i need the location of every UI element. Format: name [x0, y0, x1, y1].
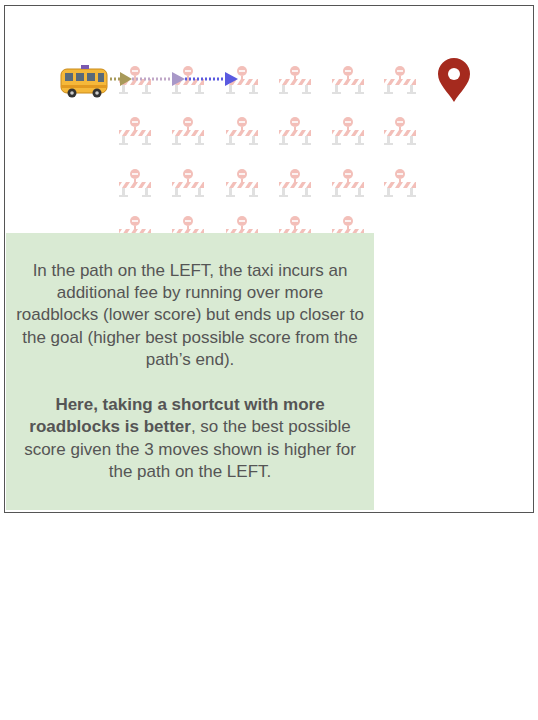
- roadblock-icon: [118, 117, 151, 145]
- note-box: In the path on the LEFT, the taxi incurs…: [6, 233, 374, 510]
- roadblock-icon: [225, 169, 258, 197]
- roadblock-icon: [118, 66, 151, 94]
- roadblock-icon: [278, 66, 311, 94]
- roadblock-icon: [331, 66, 364, 94]
- roadblock-icon: [383, 169, 416, 197]
- roadblock-icon: [118, 169, 151, 197]
- roadblock-icon: [171, 117, 204, 145]
- roadblock-icon: [383, 117, 416, 145]
- roadblock-icon: [171, 66, 204, 94]
- roadblock-icon: [225, 66, 258, 94]
- roadblock-icon: [171, 169, 204, 197]
- roadblock-icon: [278, 117, 311, 145]
- roadblock-icon: [331, 117, 364, 145]
- note-paragraph: In the path on the LEFT, the taxi incurs…: [16, 260, 364, 372]
- roadblock-icon: [331, 169, 364, 197]
- roadblock-icon: [225, 117, 258, 145]
- roadblock-icon: [383, 66, 416, 94]
- note-text: In the path on the LEFT, the taxi incurs…: [16, 261, 364, 370]
- roadblock-icon: [278, 169, 311, 197]
- note-paragraph: Here, taking a shortcut with more roadbl…: [16, 394, 364, 484]
